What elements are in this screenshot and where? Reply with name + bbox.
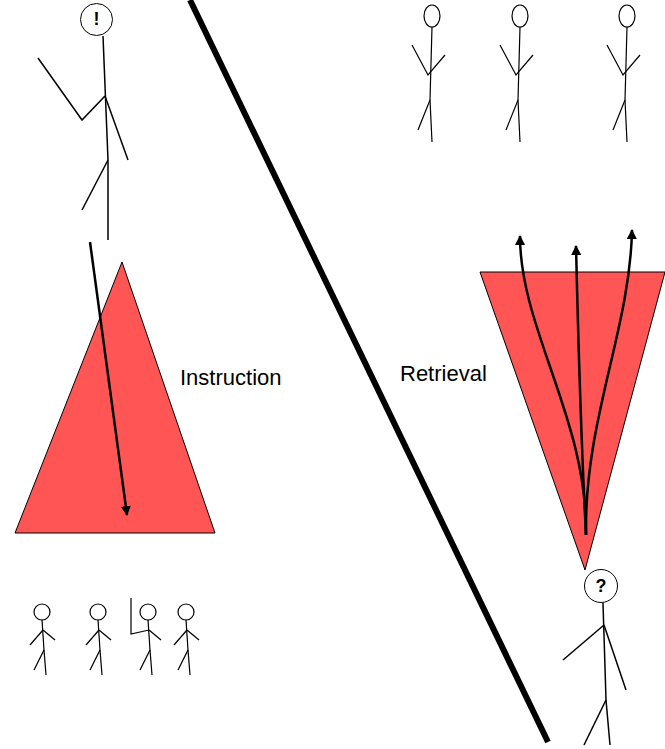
learner-figure	[563, 603, 626, 745]
triangle-label: Instruction	[180, 365, 282, 391]
student-figures	[30, 598, 199, 675]
instruction-arrow	[90, 242, 127, 515]
question-head: ?	[584, 569, 618, 603]
triangle-label: Retrieval	[400, 361, 487, 387]
triangle-outline	[15, 262, 215, 533]
retrieval-arrows	[520, 230, 632, 535]
audience-figures	[412, 5, 640, 142]
head-symbol: ?	[596, 576, 607, 597]
triangle-shape	[15, 262, 295, 534]
head-symbol: !	[94, 9, 100, 30]
exclaim-head: !	[80, 3, 113, 36]
triangle-shape	[398, 272, 665, 572]
teacher-figure	[38, 36, 128, 240]
triangle-outline	[480, 272, 665, 570]
instruction-triangle: Instruction	[15, 262, 295, 534]
retrieval-triangle: Retrieval	[398, 272, 665, 572]
